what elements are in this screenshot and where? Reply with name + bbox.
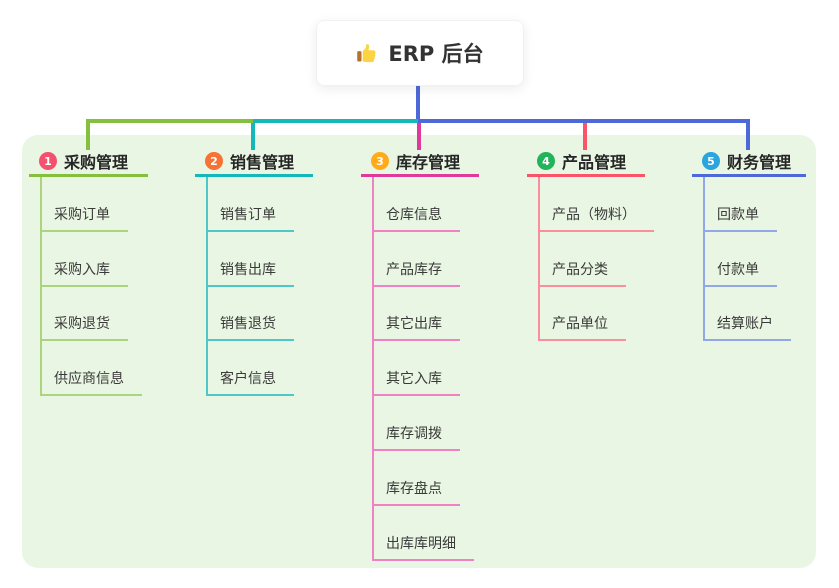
child-node[interactable]: 销售退货 xyxy=(206,287,294,342)
connector-branch-5-drop xyxy=(746,121,750,150)
child-node[interactable]: 结算账户 xyxy=(703,287,791,342)
connector-branch-1-drop xyxy=(86,121,90,150)
child-node[interactable]: 其它入库 xyxy=(372,341,460,397)
child-node[interactable]: 库存盘点 xyxy=(372,451,460,506)
branch-label: 产品管理 xyxy=(562,153,627,172)
tree-line xyxy=(703,177,705,342)
branch-index-badge: 1 xyxy=(39,152,57,170)
child-node[interactable]: 其它出库 xyxy=(372,287,460,342)
branch-label: 财务管理 xyxy=(727,153,792,172)
connector-branch-2-drop xyxy=(251,121,255,150)
child-node[interactable]: 销售出库 xyxy=(206,232,294,287)
child-node[interactable]: 付款单 xyxy=(703,232,777,287)
root-label: ERP 后台 xyxy=(388,42,484,66)
branch-finance: 5 财务管理 回款单 付款单 结算账户 xyxy=(692,148,806,342)
branch-purchase: 1 采购管理 采购订单 采购入库 采购退货 供应商信息 xyxy=(29,148,148,397)
branch-product: 4 产品管理 产品（物料） 产品分类 产品单位 xyxy=(527,148,654,342)
thumbs-up-icon xyxy=(356,42,378,64)
child-node[interactable]: 销售订单 xyxy=(206,177,294,232)
child-node[interactable]: 客户信息 xyxy=(206,341,294,397)
branch-inventory: 3 库存管理 仓库信息 产品库存 其它出库 其它入库 库存调拨 库存盘点 出库库… xyxy=(361,148,479,561)
branch-index-badge: 2 xyxy=(205,152,223,170)
child-node[interactable]: 库存调拨 xyxy=(372,396,460,451)
tree-line xyxy=(206,177,208,397)
branch-children: 仓库信息 产品库存 其它出库 其它入库 库存调拨 库存盘点 出库库明细 xyxy=(361,177,479,561)
child-node[interactable]: 供应商信息 xyxy=(40,341,142,397)
branch-index-badge: 3 xyxy=(371,152,389,170)
connector-hub-left xyxy=(86,119,253,123)
child-node[interactable]: 回款单 xyxy=(703,177,777,232)
connector-hub-mid xyxy=(253,119,418,123)
child-node[interactable]: 产品分类 xyxy=(538,232,626,287)
tree-line xyxy=(40,177,42,397)
child-node[interactable]: 仓库信息 xyxy=(372,177,460,232)
branch-children: 产品（物料） 产品分类 产品单位 xyxy=(527,177,654,342)
branch-header[interactable]: 3 库存管理 xyxy=(361,148,479,177)
child-node[interactable]: 采购入库 xyxy=(40,232,128,287)
connector-root-drop xyxy=(416,84,420,123)
child-node[interactable]: 产品（物料） xyxy=(538,177,654,232)
branch-children: 采购订单 采购入库 采购退货 供应商信息 xyxy=(29,177,148,397)
connector-hub-right xyxy=(418,119,750,123)
branch-header[interactable]: 5 财务管理 xyxy=(692,148,806,177)
child-node[interactable]: 采购订单 xyxy=(40,177,128,232)
branch-children: 回款单 付款单 结算账户 xyxy=(692,177,806,342)
child-node[interactable]: 采购退货 xyxy=(40,287,128,342)
panel xyxy=(22,135,816,568)
branch-sales: 2 销售管理 销售订单 销售出库 销售退货 客户信息 xyxy=(195,148,313,397)
root-node[interactable]: ERP 后台 xyxy=(316,20,524,86)
connector-branch-3-drop xyxy=(417,121,421,150)
branch-label: 采购管理 xyxy=(64,153,129,172)
branch-label: 库存管理 xyxy=(396,153,461,172)
branch-index-badge: 5 xyxy=(702,152,720,170)
branch-label: 销售管理 xyxy=(230,153,295,172)
connector-branch-4-drop xyxy=(583,121,587,150)
child-node[interactable]: 产品单位 xyxy=(538,287,626,342)
branch-index-badge: 4 xyxy=(537,152,555,170)
branch-children: 销售订单 销售出库 销售退货 客户信息 xyxy=(195,177,313,397)
tree-line xyxy=(372,177,374,561)
child-node[interactable]: 产品库存 xyxy=(372,232,460,287)
branch-header[interactable]: 4 产品管理 xyxy=(527,148,645,177)
child-node[interactable]: 出库库明细 xyxy=(372,506,474,561)
tree-line xyxy=(538,177,540,342)
branch-header[interactable]: 1 采购管理 xyxy=(29,148,148,177)
branch-header[interactable]: 2 销售管理 xyxy=(195,148,313,177)
